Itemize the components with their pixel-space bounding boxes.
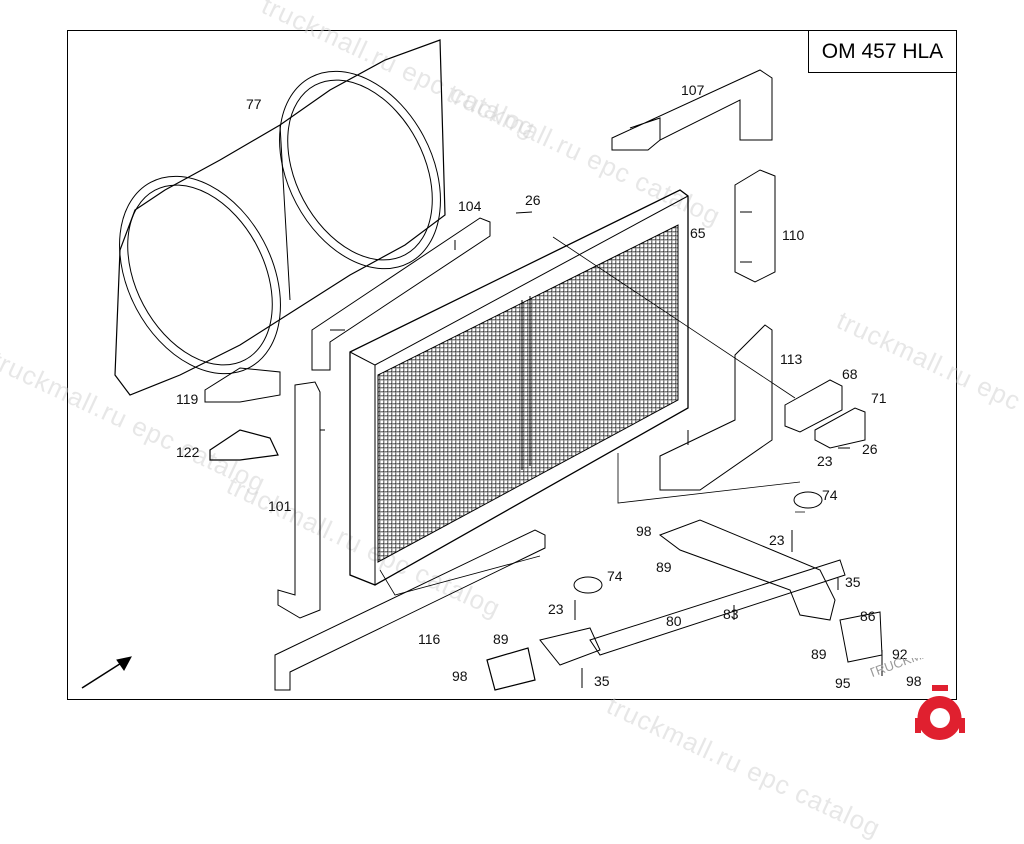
model-label: OM 457 HLA — [808, 30, 957, 73]
callout-98: 98 — [636, 523, 652, 539]
callout-101: 101 — [268, 498, 292, 514]
rubber-mount-lower — [573, 576, 603, 594]
vertical-seal-strip — [277, 381, 325, 619]
brand-text: TRUCKMALLPARTS — [870, 658, 985, 681]
callout-89: 89 — [656, 559, 672, 575]
direction-arrow — [81, 656, 132, 689]
callout-35: 35 — [594, 673, 610, 689]
mount-bracket-right — [814, 407, 866, 449]
diagram-drawing — [81, 39, 883, 691]
callout-86: 86 — [860, 608, 876, 624]
top-bracket — [611, 69, 773, 151]
small-seal-upper — [204, 367, 281, 403]
bolt — [515, 211, 883, 688]
callout-104: 104 — [458, 198, 482, 214]
rubber-mount-upper — [793, 491, 823, 509]
callout-110: 110 — [782, 227, 805, 243]
small-seal-lower — [209, 429, 279, 461]
callout-68: 68 — [842, 366, 858, 382]
callout-119: 119 — [176, 391, 199, 407]
callout-26: 26 — [525, 192, 541, 208]
callout-74: 74 — [822, 487, 838, 503]
leader-lines — [379, 236, 805, 596]
callout-77: 77 — [246, 96, 262, 112]
callout-107: 107 — [681, 82, 705, 98]
callout-23: 23 — [769, 532, 785, 548]
upper-seal-strip — [311, 217, 491, 371]
callout-26: 26 — [862, 441, 878, 457]
callout-89: 89 — [811, 646, 827, 662]
callout-116: 116 — [418, 631, 441, 647]
callout-92: 92 — [892, 646, 908, 662]
callout-80: 80 — [666, 613, 682, 629]
truckmallparts-logo: TRUCKMALLPARTS — [870, 658, 985, 740]
callout-98: 98 — [452, 668, 468, 684]
callout-23: 23 — [817, 453, 833, 469]
callout-71: 71 — [871, 390, 887, 406]
callout-98: 98 — [906, 673, 922, 689]
support-frame — [486, 519, 883, 691]
callout-23: 23 — [548, 601, 564, 617]
mount-block — [784, 379, 843, 433]
fan-shroud — [114, 39, 446, 396]
side-bracket — [659, 324, 773, 491]
callout-35: 35 — [845, 574, 861, 590]
callout-74: 74 — [607, 568, 623, 584]
callout-83: 83 — [723, 606, 739, 622]
radiator — [349, 189, 689, 586]
callout-89: 89 — [493, 631, 509, 647]
callout-65: 65 — [690, 225, 706, 241]
callout-122: 122 — [176, 444, 200, 460]
lower-seal-strip — [274, 529, 546, 691]
side-seal-panel — [734, 169, 776, 283]
callout-95: 95 — [835, 675, 851, 691]
callout-113: 113 — [780, 351, 803, 367]
